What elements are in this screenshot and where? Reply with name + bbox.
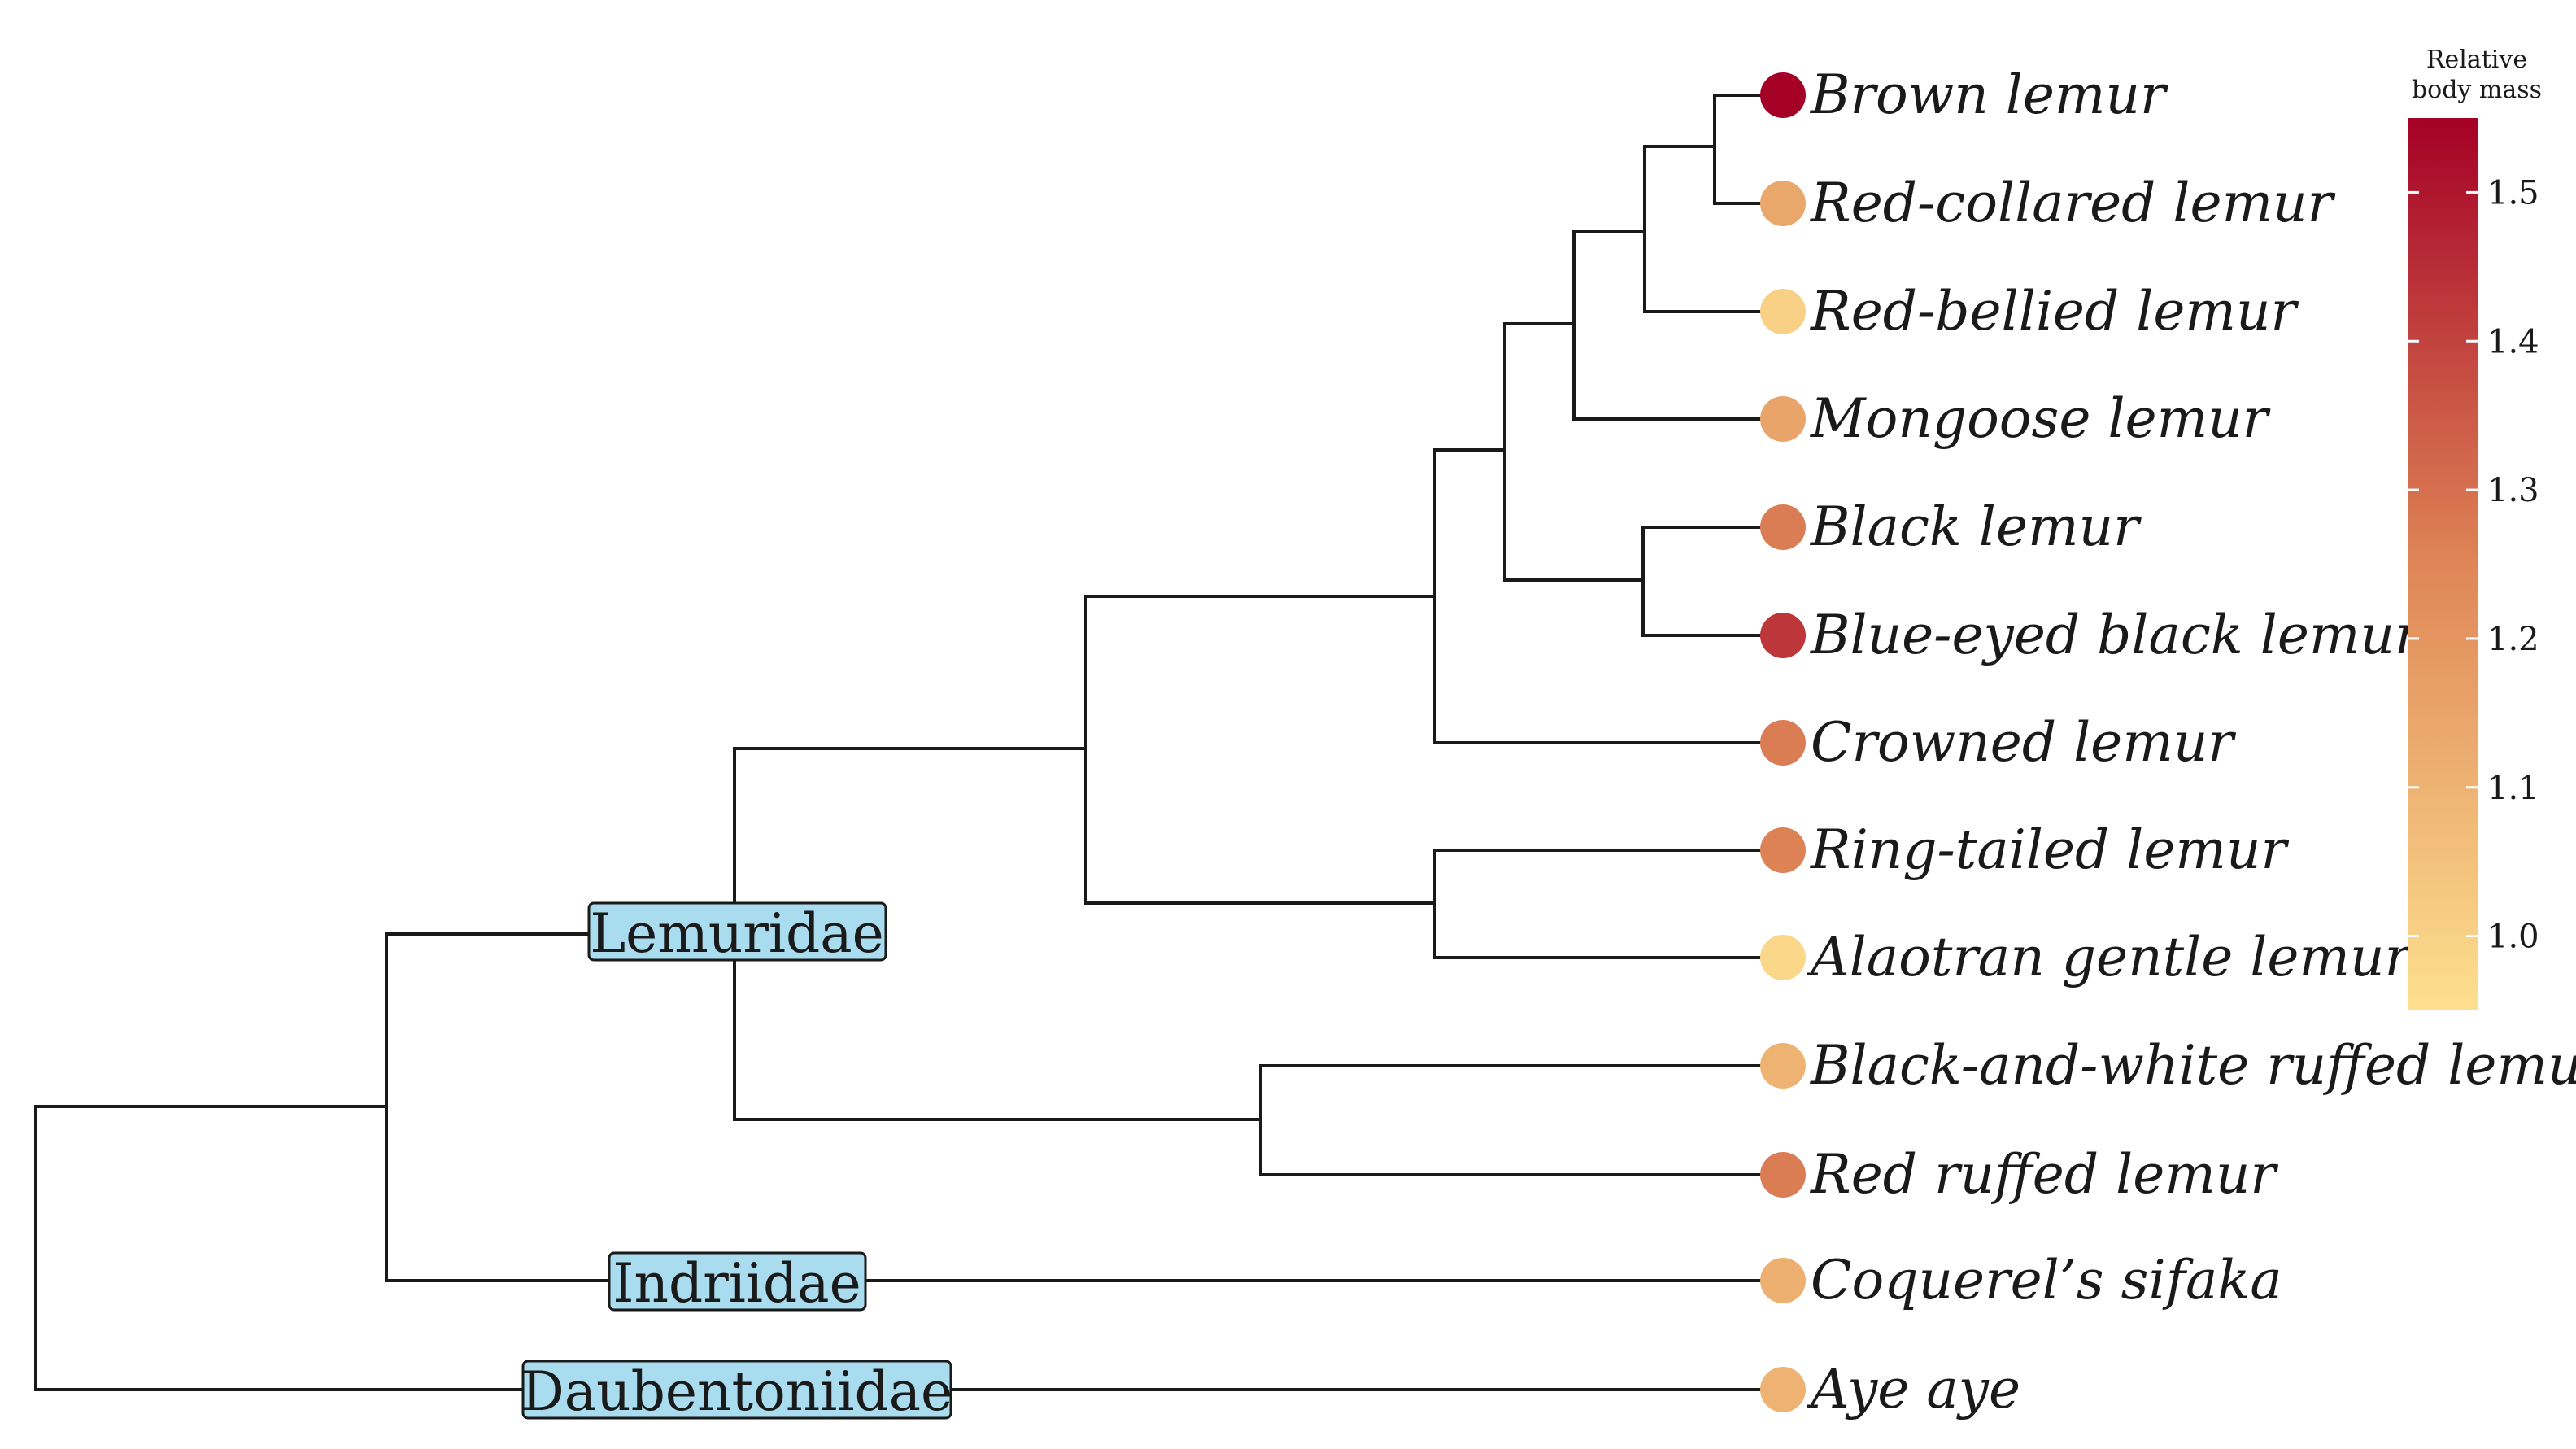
tip-dot-alaotran-gentle	[1760, 935, 1806, 980]
tip-label-alaotran-gentle: Alaotran gentle lemur	[1806, 926, 2413, 989]
branch-ringtailed-alaotran	[1433, 849, 1783, 959]
branch-eulemur-inner	[1503, 322, 1645, 582]
legend-tick-label-2: 1.3	[2487, 472, 2539, 509]
tip-label-black-and-white-ruffed: Black-and-white ruffed lemur	[1810, 1034, 2576, 1097]
tip-dot-black	[1760, 504, 1806, 550]
tip-dot-red-ruffed	[1760, 1152, 1806, 1198]
legend-title-line1: Relative	[2426, 46, 2527, 74]
tip-label-coquerels-sifaka: Coquerel’s sifaka	[1811, 1249, 2282, 1312]
legend-tick-label-4: 1.1	[2487, 770, 2539, 807]
legend: Relative body mass 1.5 1.4 1.3 1.2 1.1 1.0	[2408, 46, 2542, 1010]
tip-label-red-ruffed: Red ruffed lemur	[1810, 1143, 2278, 1206]
tip-label-aye-aye: Aye aye	[1806, 1358, 2020, 1421]
branch-lemurinae	[1084, 595, 1436, 905]
tip-dot-aye-aye	[1760, 1367, 1806, 1412]
branch-lemuridae-indriidae	[385, 932, 888, 1282]
legend-color-bar	[2408, 118, 2478, 1010]
tip-label-black: Black lemur	[1810, 495, 2142, 558]
branch-fulvus-group-mongoose	[1572, 230, 1783, 421]
branch-root	[34, 1105, 880, 1391]
tip-dot-crowned	[1760, 720, 1806, 766]
legend-tick-label-5: 1.0	[2487, 919, 2539, 956]
tip-label-mongoose: Mongoose lemur	[1810, 387, 2271, 450]
family-label-daubentoniidae: Daubentoniidae	[521, 1360, 952, 1423]
legend-tick-label-1: 1.4	[2487, 323, 2539, 360]
family-label-lemuridae: Lemuridae	[587, 901, 887, 965]
tip-label-crowned: Crowned lemur	[1811, 711, 2236, 774]
branch-eulemur-crowned	[1433, 448, 1783, 744]
tip-label-red-bellied: Red-bellied lemur	[1810, 280, 2299, 343]
tip-dot-red-collared	[1760, 181, 1806, 226]
tip-label-brown: Brown lemur	[1810, 63, 2168, 126]
family-label-indriidae-text: Indriidae	[612, 1252, 861, 1315]
family-label-daubentoniidae-text: Daubentoniidae	[521, 1360, 952, 1423]
tip-label-blue-eyed-black: Blue-eyed black lemur	[1810, 604, 2423, 666]
legend-title-line2: body mass	[2412, 76, 2542, 104]
tip-dot-red-bellied	[1760, 289, 1806, 334]
branch-black-blue-eyed	[1641, 526, 1783, 637]
branch-fulvus-bellied	[1643, 145, 1783, 313]
tip-label-ring-tailed: Ring-tailed lemur	[1810, 818, 2289, 881]
tip-dot-black-and-white-ruffed	[1760, 1043, 1806, 1089]
tip-dot-coquerels-sifaka	[1760, 1258, 1806, 1303]
family-label-indriidae: Indriidae	[608, 1251, 867, 1315]
legend-ticks: 1.5 1.4 1.3 1.2 1.1 1.0	[2408, 174, 2539, 956]
branch-varecia	[1259, 1064, 1783, 1176]
tip-dot-mongoose	[1760, 396, 1806, 442]
tip-dot-brown	[1760, 72, 1806, 118]
tip-dot-ring-tailed	[1760, 827, 1806, 873]
tip-dot-blue-eyed-black	[1760, 613, 1806, 658]
legend-tick-label-3: 1.2	[2487, 621, 2539, 658]
family-label-lemuridae-text: Lemuridae	[590, 902, 883, 965]
legend-tick-label-0: 1.5	[2487, 174, 2539, 212]
tip-label-red-collared: Red-collared lemur	[1810, 172, 2336, 234]
tree-branches	[34, 94, 1783, 1391]
